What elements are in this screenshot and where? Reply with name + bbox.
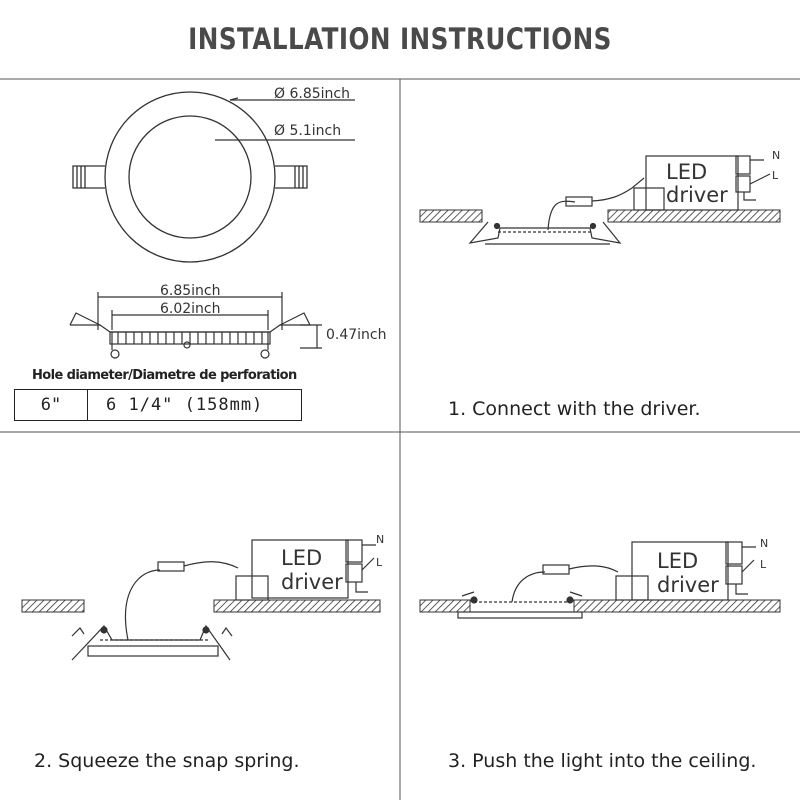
- step1-driver-label-driver: driver: [666, 183, 728, 207]
- step3-ceiling: [419, 599, 781, 613]
- step1-caption: 1. Connect with the driver.: [448, 398, 701, 420]
- step2-live-label: L: [376, 556, 383, 569]
- step2-caption: 2. Squeeze the snap spring.: [34, 750, 300, 772]
- page-title: INSTALLATION INSTRUCTIONS: [188, 22, 612, 56]
- step3-driver: [615, 541, 756, 601]
- hole-diameter-label: Hole diameter/Diametre de perforation: [32, 368, 297, 383]
- step2-driver-label-driver: driver: [281, 570, 343, 594]
- hole-value-cell: 6 1/4" (158mm): [106, 395, 264, 415]
- step3-neutral-label: N: [760, 537, 769, 550]
- step2-light: [71, 561, 239, 661]
- step1-neutral-label: N: [772, 149, 781, 162]
- step3-driver-label-led: LED: [657, 549, 699, 573]
- step2-driver-label-led: LED: [281, 546, 323, 570]
- step3-driver-label-driver: driver: [657, 573, 719, 597]
- step3-caption: 3. Push the light into the ceiling.: [448, 750, 757, 772]
- hole-diameter-table: 6" 6 1/4" (158mm): [14, 389, 302, 421]
- panel-grid: [0, 78, 800, 800]
- overall-width-label: 6.85inch: [160, 283, 221, 299]
- step3-live-label: L: [760, 558, 767, 571]
- light-side-view: [69, 292, 322, 359]
- step1-light: [468, 177, 645, 245]
- step1-driver-label-led: LED: [666, 160, 708, 184]
- height-label: 0.47inch: [326, 327, 387, 343]
- step1-live-label: L: [772, 169, 779, 182]
- step2-driver: [235, 539, 376, 601]
- step2-ceiling: [21, 599, 381, 613]
- inner-width-label: 6.02inch: [160, 301, 221, 317]
- hole-size-cell: 6": [15, 390, 88, 420]
- inner-diameter-label: Ø 5.1inch: [274, 123, 342, 139]
- step1-driver: [633, 155, 771, 211]
- light-top-view: [72, 91, 355, 263]
- step1-ceiling: [419, 209, 781, 223]
- outer-diameter-label: Ø 6.85inch: [274, 86, 350, 102]
- step3-light: [457, 564, 619, 619]
- step2-neutral-label: N: [376, 533, 385, 546]
